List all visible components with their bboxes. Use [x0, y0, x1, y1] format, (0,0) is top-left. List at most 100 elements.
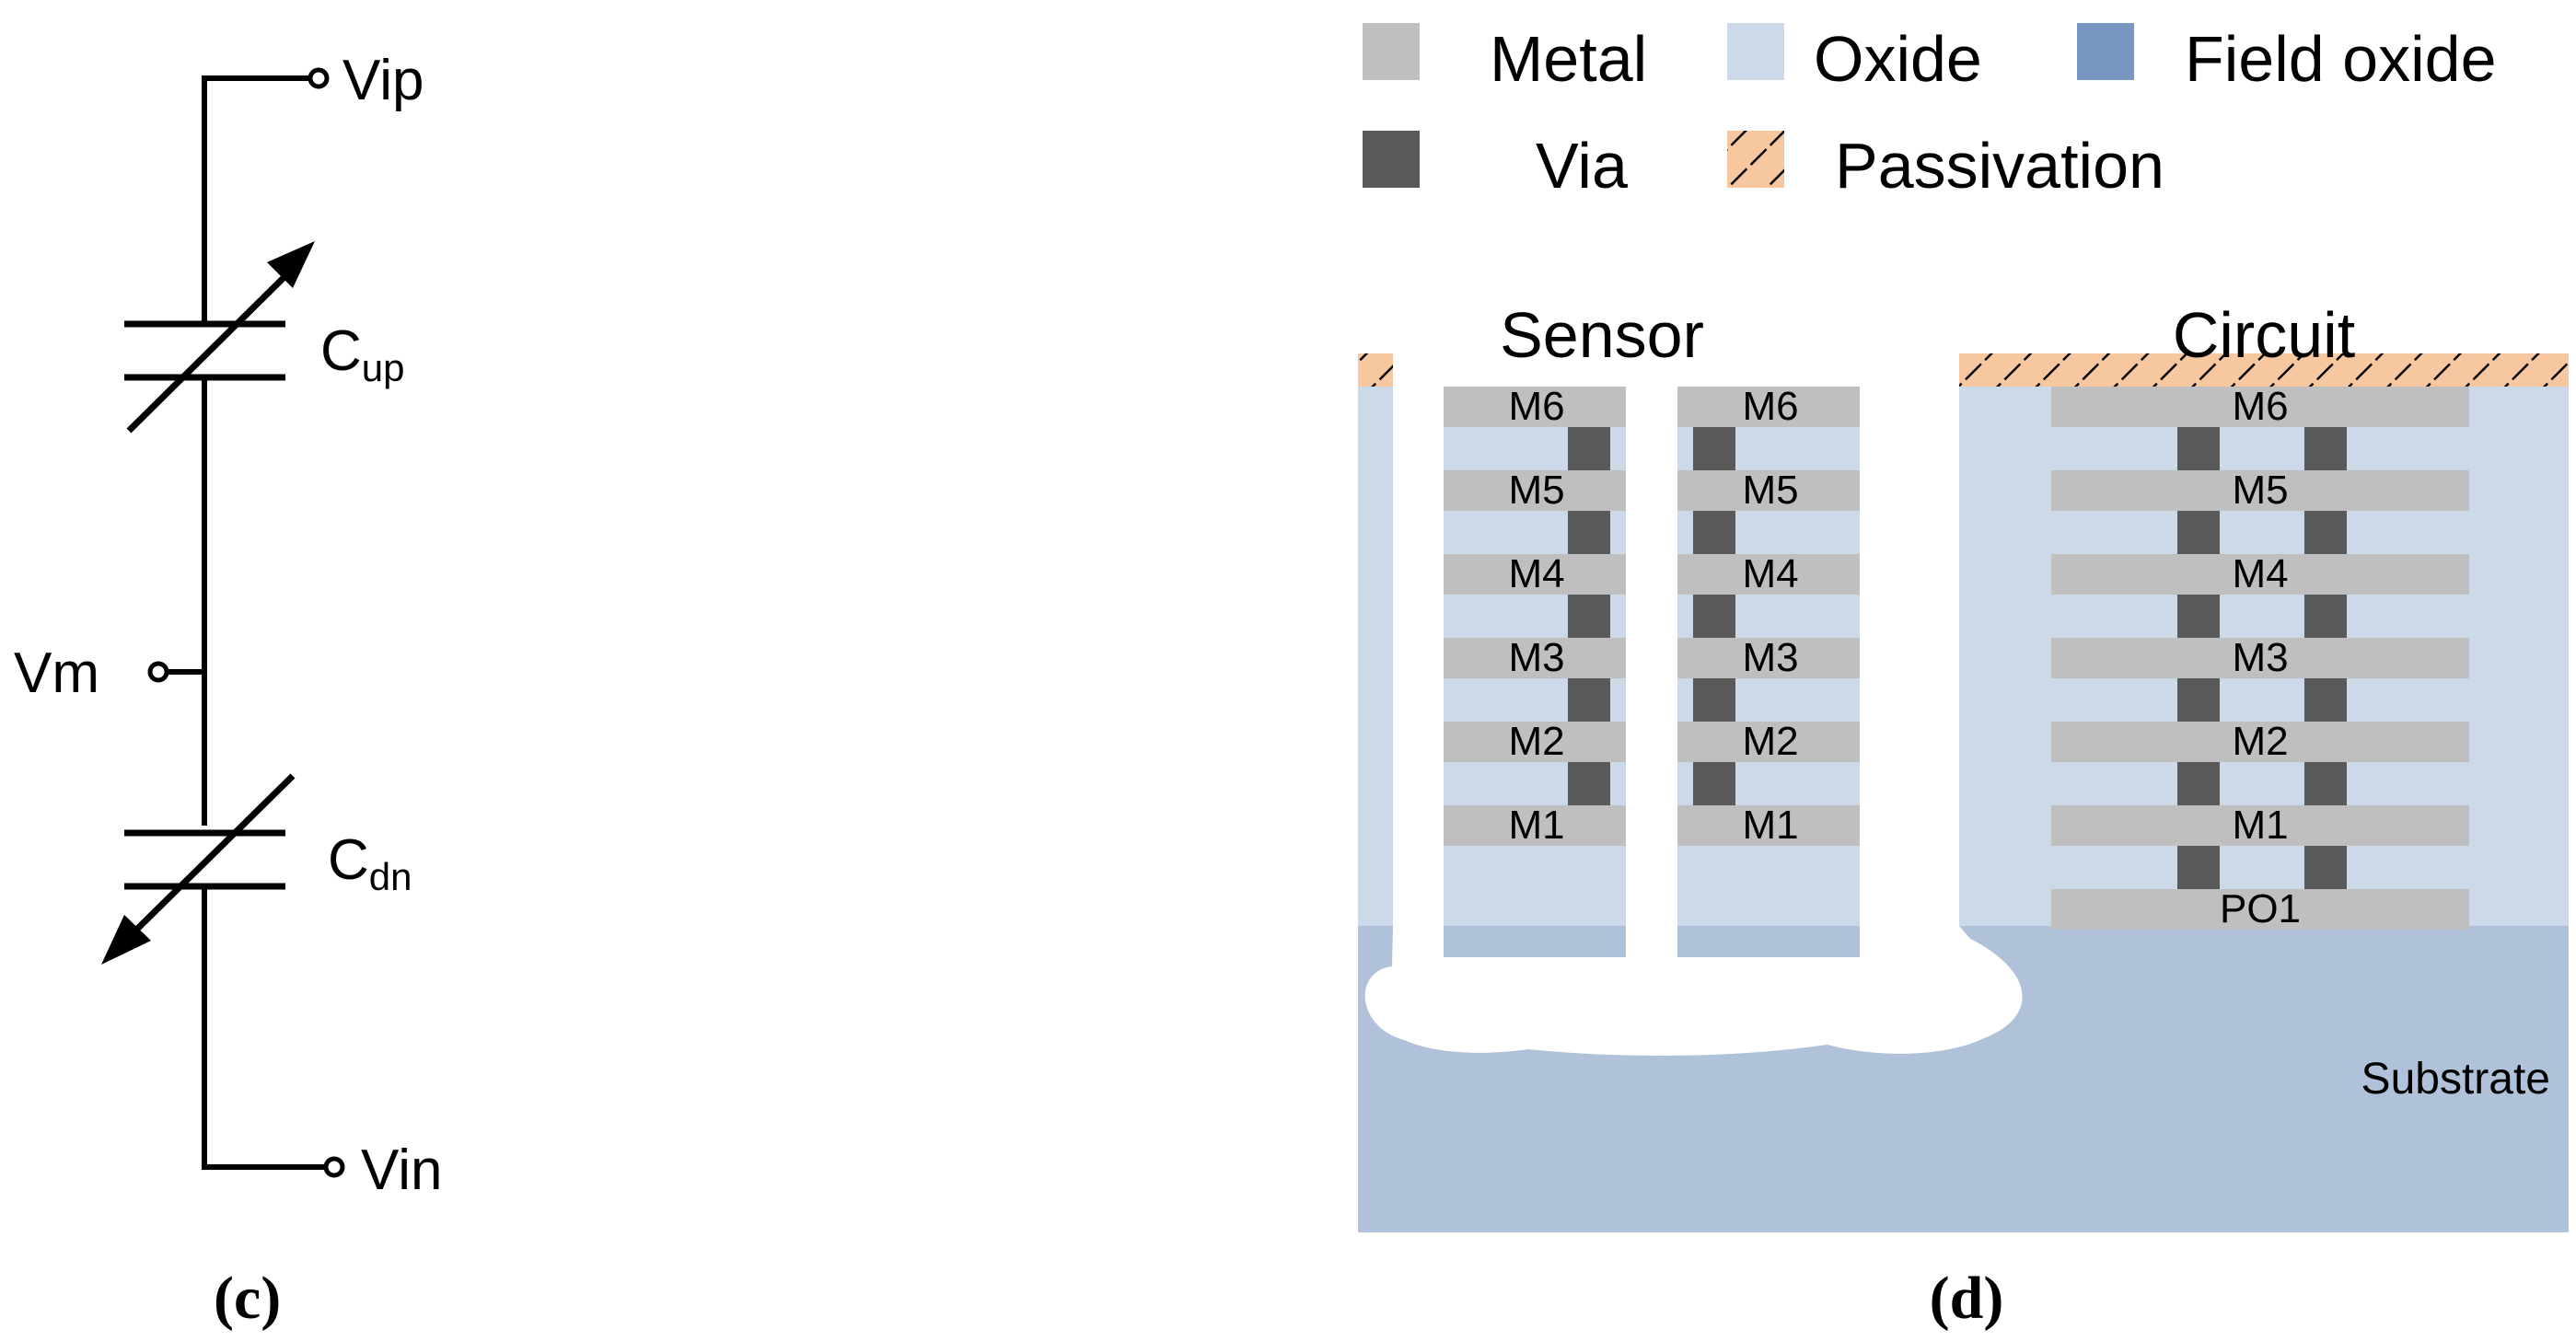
metal-sensor-right-m1	[1677, 805, 1860, 846]
metal-label-sensor-left-m1: M1	[1508, 803, 1564, 848]
metal-sensor-left-m1	[1444, 805, 1626, 846]
via-sensor-right-3-0	[1693, 595, 1735, 638]
legend-swatch-passivation	[1727, 131, 1784, 188]
legend: Metal Oxide Field oxide Via Passivation	[1363, 23, 2497, 202]
label-cdn-sub: dn	[369, 855, 412, 898]
metal-label-sensor-right-m1: M1	[1742, 803, 1798, 848]
metal-label-sensor-left-m3: M3	[1508, 635, 1564, 680]
metal-label-circuit-m3: M3	[2232, 635, 2288, 680]
metal-label-sensor-left-m4: M4	[1508, 551, 1564, 596]
legend-label-oxide: Oxide	[1814, 23, 1982, 95]
cup-variable-arrow	[126, 260, 302, 434]
cdn-arrowhead	[101, 915, 151, 965]
metal-circuit-m3	[2051, 638, 2469, 678]
via-circuit-2-1	[2304, 511, 2347, 554]
via-sensor-right-2-0	[1693, 511, 1735, 554]
metal-sensor-right-m6	[1677, 387, 1860, 427]
legend-label-via: Via	[1536, 130, 1628, 202]
terminal-vip	[307, 67, 330, 89]
cdn-variable-arrow	[117, 773, 296, 949]
metal-circuit-m4	[2051, 554, 2469, 595]
metal-label-sensor-right-m3: M3	[1742, 635, 1798, 680]
circuit-diagram: Vip Vm Vin Cup Cdn (c)	[14, 49, 443, 1332]
via-circuit-2-0	[2177, 511, 2220, 554]
metal-circuit-m2	[2051, 722, 2469, 762]
metal-sensor-left-m5	[1444, 470, 1626, 511]
via-circuit-6-0	[2177, 846, 2220, 889]
caption-d: (d)	[1930, 1265, 2004, 1332]
via-circuit-3-1	[2304, 595, 2347, 638]
legend-swatch-metal	[1363, 23, 1420, 80]
metal-sensor-left-m4	[1444, 554, 1626, 595]
via-circuit-1-0	[2177, 427, 2220, 470]
cup-arrowhead	[267, 241, 315, 288]
metal-sensor-left-m6	[1444, 387, 1626, 427]
legend-label-metal: Metal	[1490, 23, 1647, 95]
wire-bottom	[202, 886, 327, 1170]
via-circuit-6-1	[2304, 846, 2347, 889]
metal-circuit-m6	[2051, 387, 2469, 427]
wire-top	[202, 75, 313, 324]
metal-sensor-right-m4	[1677, 554, 1860, 595]
metal-label-circuit-m5: M5	[2232, 468, 2288, 513]
metal-label-sensor-right-m4: M4	[1742, 551, 1798, 596]
metal-sensor-left-m3	[1444, 638, 1626, 678]
metal-label-circuit-m4: M4	[2232, 551, 2288, 596]
terminal-vm	[147, 661, 169, 683]
via-sensor-right-1-0	[1693, 427, 1735, 470]
via-sensor-left-5-0	[1568, 762, 1610, 805]
metal-label-sensor-right-m6: M6	[1742, 384, 1798, 429]
label-vip: Vip	[342, 49, 424, 112]
label-substrate: Substrate	[2361, 1055, 2550, 1104]
metal-label-sensor-left-m6: M6	[1508, 384, 1564, 429]
metal-circuit-m5	[2051, 470, 2469, 511]
via-sensor-left-2-0	[1568, 511, 1610, 554]
metal-label-circuit-m6: M6	[2232, 384, 2288, 429]
label-vm: Vm	[14, 642, 99, 705]
via-sensor-right-4-0	[1693, 678, 1735, 722]
metal-label-sensor-right-m5: M5	[1742, 468, 1798, 513]
label-cup-sub: up	[362, 346, 405, 389]
via-circuit-4-1	[2304, 678, 2347, 722]
cavity	[1364, 926, 2023, 1056]
label-vin: Vin	[361, 1139, 443, 1202]
via-circuit-5-1	[2304, 762, 2347, 805]
legend-swatch-via	[1363, 131, 1420, 188]
title-sensor: Sensor	[1500, 299, 1704, 371]
metal-sensor-right-m3	[1677, 638, 1860, 678]
metal-label-circuit-m2: M2	[2232, 719, 2288, 764]
label-cdn: Cdn	[328, 828, 412, 898]
via-sensor-left-3-0	[1568, 595, 1610, 638]
legend-swatch-oxide	[1727, 23, 1784, 80]
metal-circuit-po1	[2051, 889, 2469, 930]
cross-section: M6M5M4M3M2M1M6M5M4M3M2M1M6M5M4M3M2M1PO1 …	[1358, 299, 2569, 1332]
metal-label-circuit-m1: M1	[2232, 803, 2288, 848]
metal-sensor-right-m5	[1677, 470, 1860, 511]
caption-c: (c)	[214, 1265, 281, 1332]
metal-circuit-m1	[2051, 805, 2469, 846]
via-circuit-5-0	[2177, 762, 2220, 805]
metal-sensor-left-m2	[1444, 722, 1626, 762]
via-sensor-left-4-0	[1568, 678, 1610, 722]
metal-label-sensor-left-m2: M2	[1508, 719, 1564, 764]
legend-swatch-field-oxide	[2077, 23, 2134, 80]
via-circuit-4-0	[2177, 678, 2220, 722]
via-circuit-1-1	[2304, 427, 2347, 470]
via-sensor-left-1-0	[1568, 427, 1610, 470]
oxide-left-edge	[1358, 387, 1393, 926]
via-sensor-right-5-0	[1693, 762, 1735, 805]
terminal-vin	[323, 1156, 345, 1178]
metal-label-sensor-left-m5: M5	[1508, 468, 1564, 513]
passivation-left	[1358, 353, 1393, 387]
label-cdn-main: C	[328, 828, 369, 892]
title-circuit: Circuit	[2173, 299, 2355, 371]
legend-label-passivation: Passivation	[1835, 130, 2164, 202]
via-circuit-3-0	[2177, 595, 2220, 638]
legend-label-field-oxide: Field oxide	[2185, 23, 2497, 95]
label-cup-main: C	[320, 319, 362, 383]
passivation-circuit	[1959, 353, 2569, 387]
metal-label-circuit-po1: PO1	[2220, 886, 2301, 931]
metal-label-sensor-right-m2: M2	[1742, 719, 1798, 764]
